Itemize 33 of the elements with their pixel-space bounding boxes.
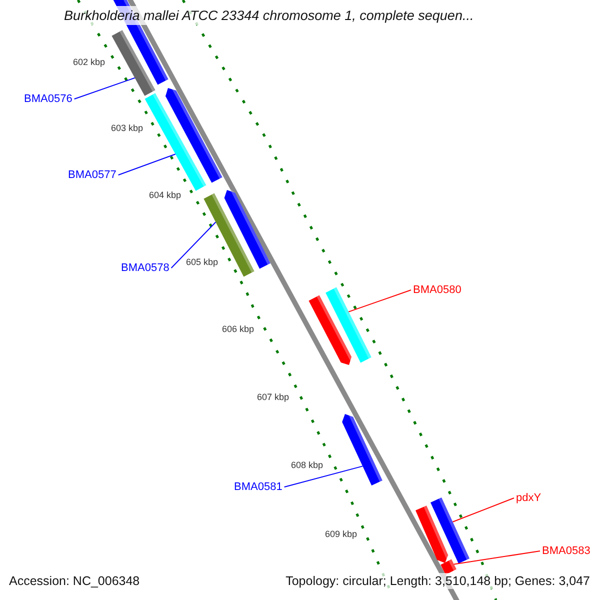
scale-label: 609 kbp [324, 529, 358, 539]
scale-label: 602 kbp [72, 57, 106, 67]
leader-line [453, 550, 540, 565]
leader-line [452, 498, 514, 522]
leader-line [348, 290, 412, 312]
scale-label: 608 kbp [290, 460, 324, 470]
gene-label: BMA0581 [234, 480, 282, 494]
leader-line [170, 222, 216, 268]
scale-label: 605 kbp [186, 257, 218, 267]
gene-label: BMA0577 [68, 168, 116, 182]
leader-line [284, 466, 364, 488]
gene-bar [342, 412, 382, 486]
gene-bar [308, 295, 352, 365]
gene-label: BMA0578 [121, 261, 170, 275]
gene-label: BMA0583 [542, 544, 590, 558]
gene-bar [440, 559, 456, 575]
gene-bar [166, 86, 222, 183]
scale-label: 607 kbp [256, 392, 290, 402]
gene-bar [144, 93, 206, 191]
leader-line [118, 154, 176, 176]
gene-bar [204, 193, 254, 277]
scale-label: 604 kbp [148, 190, 182, 200]
scale-label: 606 kbp [222, 324, 254, 334]
scale-label: 603 kbp [110, 123, 144, 133]
gene-label: BMA0580 [413, 283, 462, 297]
gene-label: pdxY [516, 491, 542, 505]
gene-label: BMA0576 [24, 92, 72, 106]
gene-bar [326, 287, 372, 363]
gene-bar [224, 188, 270, 269]
gene-bar [112, 30, 156, 96]
leader-line [74, 77, 136, 100]
gene-bar [416, 506, 448, 563]
gene-bar [430, 498, 470, 564]
